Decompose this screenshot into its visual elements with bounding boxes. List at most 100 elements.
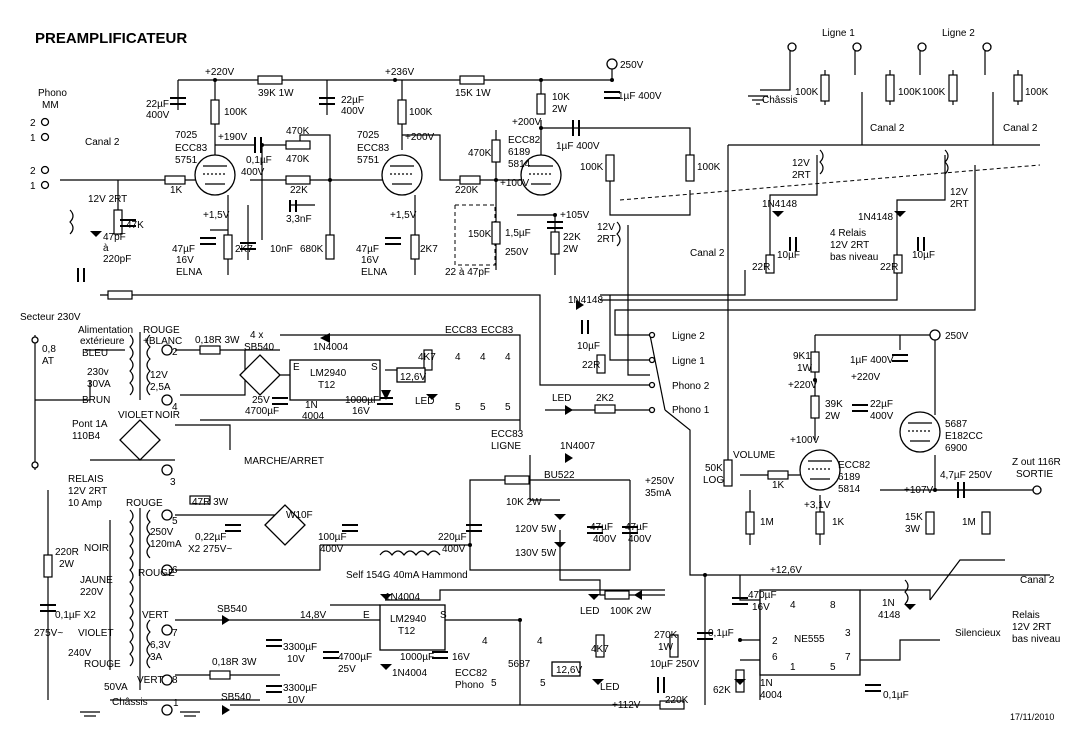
svg-text:Self 154G 40mA Hammond: Self 154G 40mA Hammond xyxy=(346,570,468,581)
svg-text:LOG: LOG xyxy=(703,475,724,486)
rail-label: +12,6V xyxy=(770,565,802,576)
svg-text:100µF: 100µF xyxy=(318,532,347,543)
svg-text:5: 5 xyxy=(505,402,511,413)
svg-text:bas niveau: bas niveau xyxy=(1012,634,1060,645)
rail-label: +1,5V xyxy=(203,210,230,221)
svg-text:62K: 62K xyxy=(713,685,731,696)
svg-text:Ligne 1: Ligne 1 xyxy=(822,28,855,39)
svg-text:3300µF: 3300µF xyxy=(283,683,317,694)
svg-text:22R: 22R xyxy=(582,360,600,371)
svg-text:VERT: VERT xyxy=(142,610,169,621)
svg-text:1µF 400V: 1µF 400V xyxy=(850,355,894,366)
svg-text:ECC83: ECC83 xyxy=(491,429,524,440)
svg-text:10V: 10V xyxy=(287,654,305,665)
svg-text:NOIR: NOIR xyxy=(155,410,180,421)
svg-text:30VA: 30VA xyxy=(87,379,111,390)
svg-text:5687: 5687 xyxy=(508,659,531,670)
svg-text:1N4004: 1N4004 xyxy=(392,668,427,679)
svg-text:à: à xyxy=(103,243,109,254)
svg-text:Canal 2: Canal 2 xyxy=(870,123,905,134)
svg-text:VIOLET: VIOLET xyxy=(118,410,154,421)
svg-text:LIGNE: LIGNE xyxy=(491,441,521,452)
regulator-lm2940-b xyxy=(379,604,446,651)
svg-text:22R: 22R xyxy=(880,262,898,273)
svg-text:T12: T12 xyxy=(318,380,336,391)
tube-v3 xyxy=(520,154,562,196)
svg-text:100K: 100K xyxy=(1025,87,1049,98)
svg-text:1K: 1K xyxy=(772,480,785,491)
svg-text:1N: 1N xyxy=(760,678,773,689)
svg-text:NOIR: NOIR xyxy=(84,543,109,554)
svg-text:16V: 16V xyxy=(452,652,470,663)
svg-text:6189: 6189 xyxy=(508,147,531,158)
svg-text:Z out 116R: Z out 116R xyxy=(1012,457,1061,468)
svg-text:400V: 400V xyxy=(146,110,170,121)
phono-label: Phono xyxy=(38,88,67,99)
svg-text:10µF: 10µF xyxy=(777,250,800,261)
svg-text:0,18R 3W: 0,18R 3W xyxy=(195,335,240,346)
svg-text:2K2: 2K2 xyxy=(596,393,614,404)
svg-text:Canal 2: Canal 2 xyxy=(1003,123,1038,134)
svg-text:LED: LED xyxy=(415,396,434,407)
svg-text:LED: LED xyxy=(600,682,619,693)
svg-text:47µF: 47µF xyxy=(625,522,648,533)
svg-text:T12: T12 xyxy=(398,626,416,637)
svg-text:10 Amp: 10 Amp xyxy=(68,498,102,509)
svg-text:1N4148: 1N4148 xyxy=(858,212,893,223)
rail-label: +236V xyxy=(385,67,415,78)
rail-label: +3,1V xyxy=(804,500,831,511)
svg-text:extérieure: extérieure xyxy=(80,336,125,347)
svg-text:2: 2 xyxy=(30,166,36,177)
svg-text:4: 4 xyxy=(172,402,178,413)
svg-text:0,1µF X2: 0,1µF X2 xyxy=(55,610,96,621)
rail-label: 14,8V xyxy=(300,610,326,621)
svg-text:MARCHE/ARRET: MARCHE/ARRET xyxy=(244,456,324,467)
svg-text:1: 1 xyxy=(790,662,796,673)
svg-text:1000µF: 1000µF xyxy=(345,395,379,406)
svg-text:50K: 50K xyxy=(705,463,723,474)
svg-text:VOLUME: VOLUME xyxy=(733,450,776,461)
svg-text:7025: 7025 xyxy=(357,130,380,141)
svg-text:ECC83: ECC83 xyxy=(357,143,390,154)
components xyxy=(31,42,1042,717)
svg-text:3A: 3A xyxy=(150,652,163,663)
tube-v5 xyxy=(899,411,941,453)
svg-text:270K: 270K xyxy=(654,630,678,641)
svg-text:1W: 1W xyxy=(658,642,674,653)
rail-label: 250V xyxy=(620,60,644,71)
svg-text:120V 5W: 120V 5W xyxy=(515,524,557,535)
svg-text:1N4004: 1N4004 xyxy=(313,342,348,353)
svg-text:SORTIE: SORTIE xyxy=(1016,469,1053,480)
heater-box-b xyxy=(551,661,581,677)
svg-text:680K: 680K xyxy=(300,244,324,255)
rail-label: +220V xyxy=(788,380,818,391)
svg-text:Phono 1: Phono 1 xyxy=(672,405,710,416)
svg-text:150K: 150K xyxy=(468,229,492,240)
svg-text:47pF: 47pF xyxy=(103,232,126,243)
svg-text:2,5A: 2,5A xyxy=(150,382,171,393)
svg-text:1K: 1K xyxy=(832,517,845,528)
svg-text:2RT: 2RT xyxy=(597,234,616,245)
svg-text:4: 4 xyxy=(790,600,796,611)
svg-text:470K: 470K xyxy=(286,154,310,165)
svg-text:5814: 5814 xyxy=(508,159,531,170)
svg-text:10nF: 10nF xyxy=(270,244,293,255)
svg-text:250V: 250V xyxy=(505,247,529,258)
tube-v2 xyxy=(381,154,423,196)
svg-text:2RT: 2RT xyxy=(792,170,811,181)
svg-text:400V: 400V xyxy=(442,544,466,555)
svg-text:5: 5 xyxy=(480,402,486,413)
svg-text:ECC83: ECC83 xyxy=(175,143,208,154)
svg-text:15K 1W: 15K 1W xyxy=(455,88,491,99)
svg-text:16V: 16V xyxy=(752,602,770,613)
svg-text:47µF: 47µF xyxy=(356,244,379,255)
svg-text:12V: 12V xyxy=(950,187,968,198)
svg-text:ELNA: ELNA xyxy=(361,267,387,278)
svg-text:275V~: 275V~ xyxy=(34,628,63,639)
svg-text:6: 6 xyxy=(172,565,178,576)
svg-text:10µF: 10µF xyxy=(577,341,600,352)
svg-text:8: 8 xyxy=(172,675,178,686)
svg-text:Canal 2: Canal 2 xyxy=(1020,575,1055,586)
svg-text:Secteur 230V: Secteur 230V xyxy=(20,312,81,323)
svg-text:0,8: 0,8 xyxy=(42,344,56,355)
